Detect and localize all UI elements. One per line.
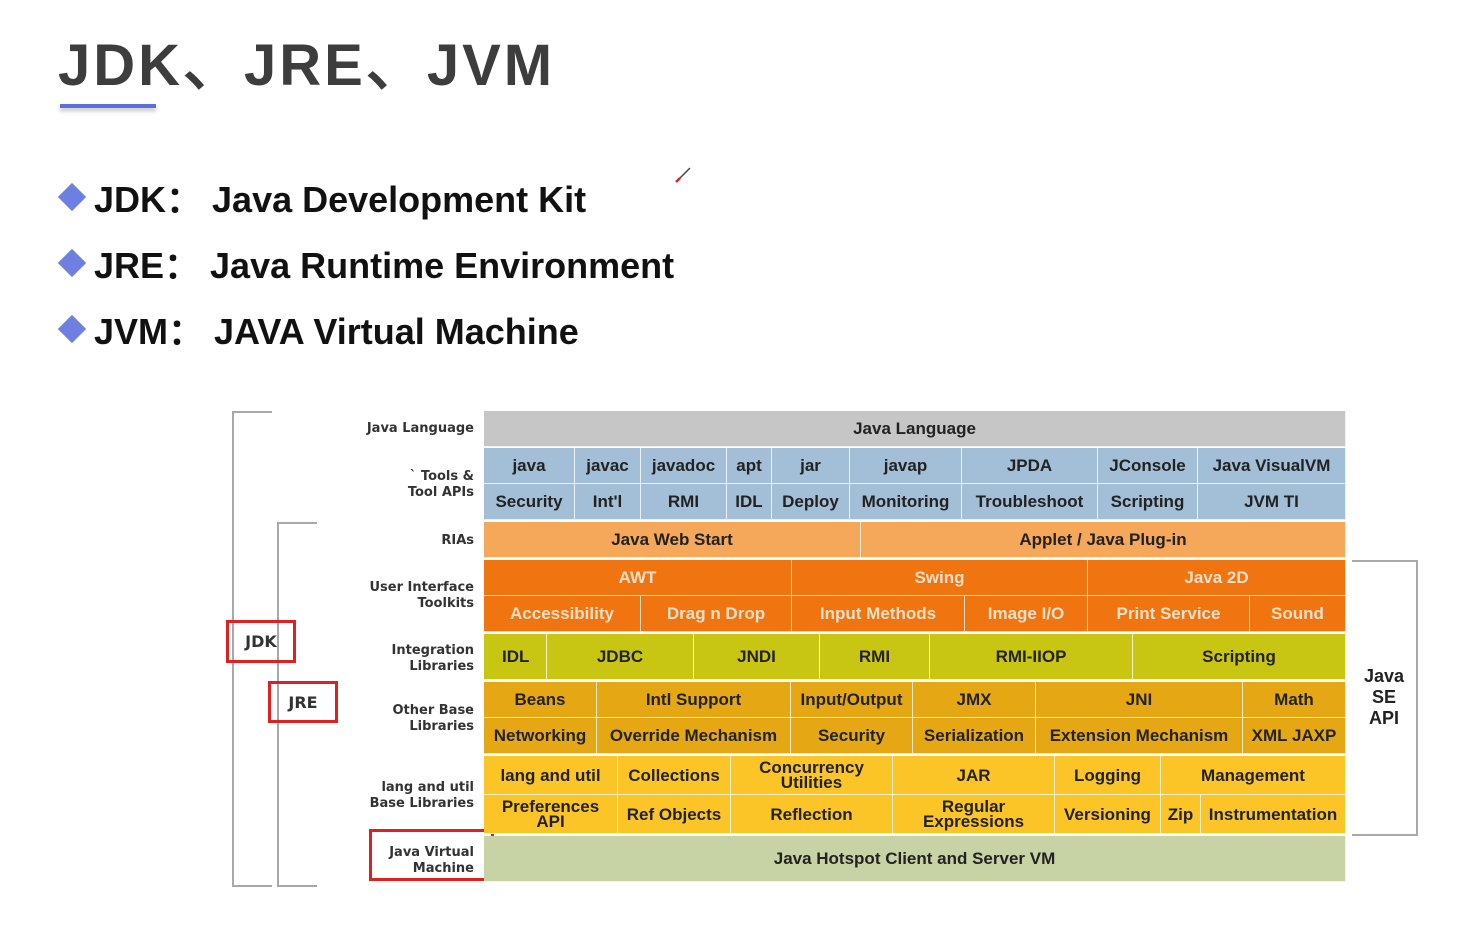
cell-lang-util: Zip — [1161, 795, 1201, 834]
cell-other-base: XML JAXP — [1243, 718, 1346, 754]
cell-tools: java — [484, 448, 575, 484]
cell-lang-util: lang and util — [484, 756, 618, 795]
bullet-jre: JRE： Java Runtime Environment — [57, 243, 674, 286]
cell-tool-api: JVM TI — [1198, 484, 1346, 520]
diamond-bullet-icon — [57, 182, 87, 212]
cell-lang-util: JAR — [893, 756, 1055, 795]
row-label-rias: RIAs — [441, 533, 474, 548]
jdk-highlight-box: JDK — [226, 620, 296, 663]
cell-ui-toolkit: Input Methods — [792, 596, 965, 632]
cell-integration: RMI — [820, 634, 930, 680]
java-se-api-bracket — [1352, 560, 1418, 836]
bullet-text: JVM： JAVA Virtual Machine — [94, 311, 579, 352]
cell-integration: JDBC — [547, 634, 694, 680]
cell-tools: JConsole — [1098, 448, 1198, 484]
cell-other-base: Networking — [484, 718, 597, 754]
cell-lang-util: Logging — [1055, 756, 1161, 795]
pen-cursor-icon — [675, 167, 691, 183]
row-label-tools: ` Tools & Tool APIs — [407, 469, 474, 500]
cell-other-base: Extension Mechanism — [1036, 718, 1243, 754]
jre-highlight-box: JRE — [268, 681, 338, 723]
cell-other-base: Math — [1243, 682, 1346, 718]
cell-lang-util: Management — [1161, 756, 1346, 795]
jdk-bracket — [232, 411, 272, 887]
cell-tool-api: Deploy — [772, 484, 850, 520]
bullet-jdk: JDK： Java Development Kit — [57, 177, 586, 220]
cell-ui-toolkit: Drag n Drop — [641, 596, 792, 632]
cell-tools: javadoc — [641, 448, 727, 484]
row-label-ui-toolkits: User Interface Toolkits — [369, 580, 474, 611]
cell-tools: javac — [575, 448, 641, 484]
bullet-text: JDK： Java Development Kit — [94, 179, 587, 220]
cell-tool-api: RMI — [641, 484, 727, 520]
cell-ui-toolkit: AWT — [484, 560, 792, 596]
row-label-jvm: Java Virtual Machine — [389, 845, 474, 876]
cell-tools: jar — [772, 448, 850, 484]
cell-lang-util: Concurrency Utilities — [731, 756, 893, 795]
cell-tool-api: Int'l — [575, 484, 641, 520]
bullet-text: JRE： Java Runtime Environment — [94, 245, 675, 286]
cell-ria: Java Web Start — [484, 522, 861, 558]
diamond-bullet-icon — [57, 248, 87, 278]
cell-lang-util: Instrumentation — [1201, 795, 1346, 834]
cell-lang-util: Ref Objects — [618, 795, 731, 834]
row-label-other-base: Other Base Libraries — [392, 703, 474, 734]
cell-ui-toolkit: Sound — [1250, 596, 1346, 632]
diamond-bullet-icon — [57, 314, 87, 344]
cell-integration: RMI-IIOP — [930, 634, 1133, 680]
cell-tool-api: Scripting — [1098, 484, 1198, 520]
cell-tool-api: IDL — [727, 484, 772, 520]
cell-ui-toolkit: Java 2D — [1088, 560, 1346, 596]
cell-lang-util: Regular Expressions — [893, 795, 1055, 834]
page-title: JDK、JRE、JVM — [58, 33, 556, 98]
cell-other-base: Serialization — [913, 718, 1036, 754]
cell-lang-util: Versioning — [1055, 795, 1161, 834]
cell-integration: Scripting — [1133, 634, 1346, 680]
bullet-jvm: JVM： JAVA Virtual Machine — [57, 309, 579, 352]
cell-other-base: Security — [791, 718, 913, 754]
cell-tool-api: Troubleshoot — [962, 484, 1098, 520]
cell-tools: JPDA — [962, 448, 1098, 484]
cell-lang-util: Collections — [618, 756, 731, 795]
title-underline — [60, 104, 156, 108]
cell-other-base: Beans — [484, 682, 597, 718]
cell-ui-toolkit: Image I/O — [965, 596, 1088, 632]
cell-tools: apt — [727, 448, 772, 484]
cell-lang-util: Preferences API — [484, 795, 618, 834]
cell-ria: Applet / Java Plug-in — [861, 522, 1346, 558]
cell-ui-toolkit: Accessibility — [484, 596, 641, 632]
cell-lang-util: Reflection — [731, 795, 893, 834]
cell-jvm: Java Hotspot Client and Server VM — [484, 836, 1346, 882]
jre-bracket — [277, 522, 317, 887]
java-se-api-label: Java SE API — [1363, 666, 1405, 728]
cell-other-base: Override Mechanism — [597, 718, 791, 754]
cell-integration: IDL — [484, 634, 547, 680]
cell-other-base: JNI — [1036, 682, 1243, 718]
row-label-java-language: Java Language — [366, 421, 474, 436]
row-label-integration: Integration Libraries — [391, 643, 474, 674]
cell-tool-api: Monitoring — [850, 484, 962, 520]
cell-ui-toolkit: Swing — [792, 560, 1088, 596]
cell-ui-toolkit: Print Service — [1088, 596, 1250, 632]
cell-other-base: Input/Output — [791, 682, 913, 718]
cell-other-base: Intl Support — [597, 682, 791, 718]
cell-tool-api: Security — [484, 484, 575, 520]
row-label-lang-util: lang and util Base Libraries — [369, 780, 474, 811]
cell-tools: javap — [850, 448, 962, 484]
cell-other-base: JMX — [913, 682, 1036, 718]
cell-java-language: Java Language — [484, 411, 1346, 447]
cell-tools: Java VisualVM — [1198, 448, 1346, 484]
cell-integration: JNDI — [694, 634, 820, 680]
